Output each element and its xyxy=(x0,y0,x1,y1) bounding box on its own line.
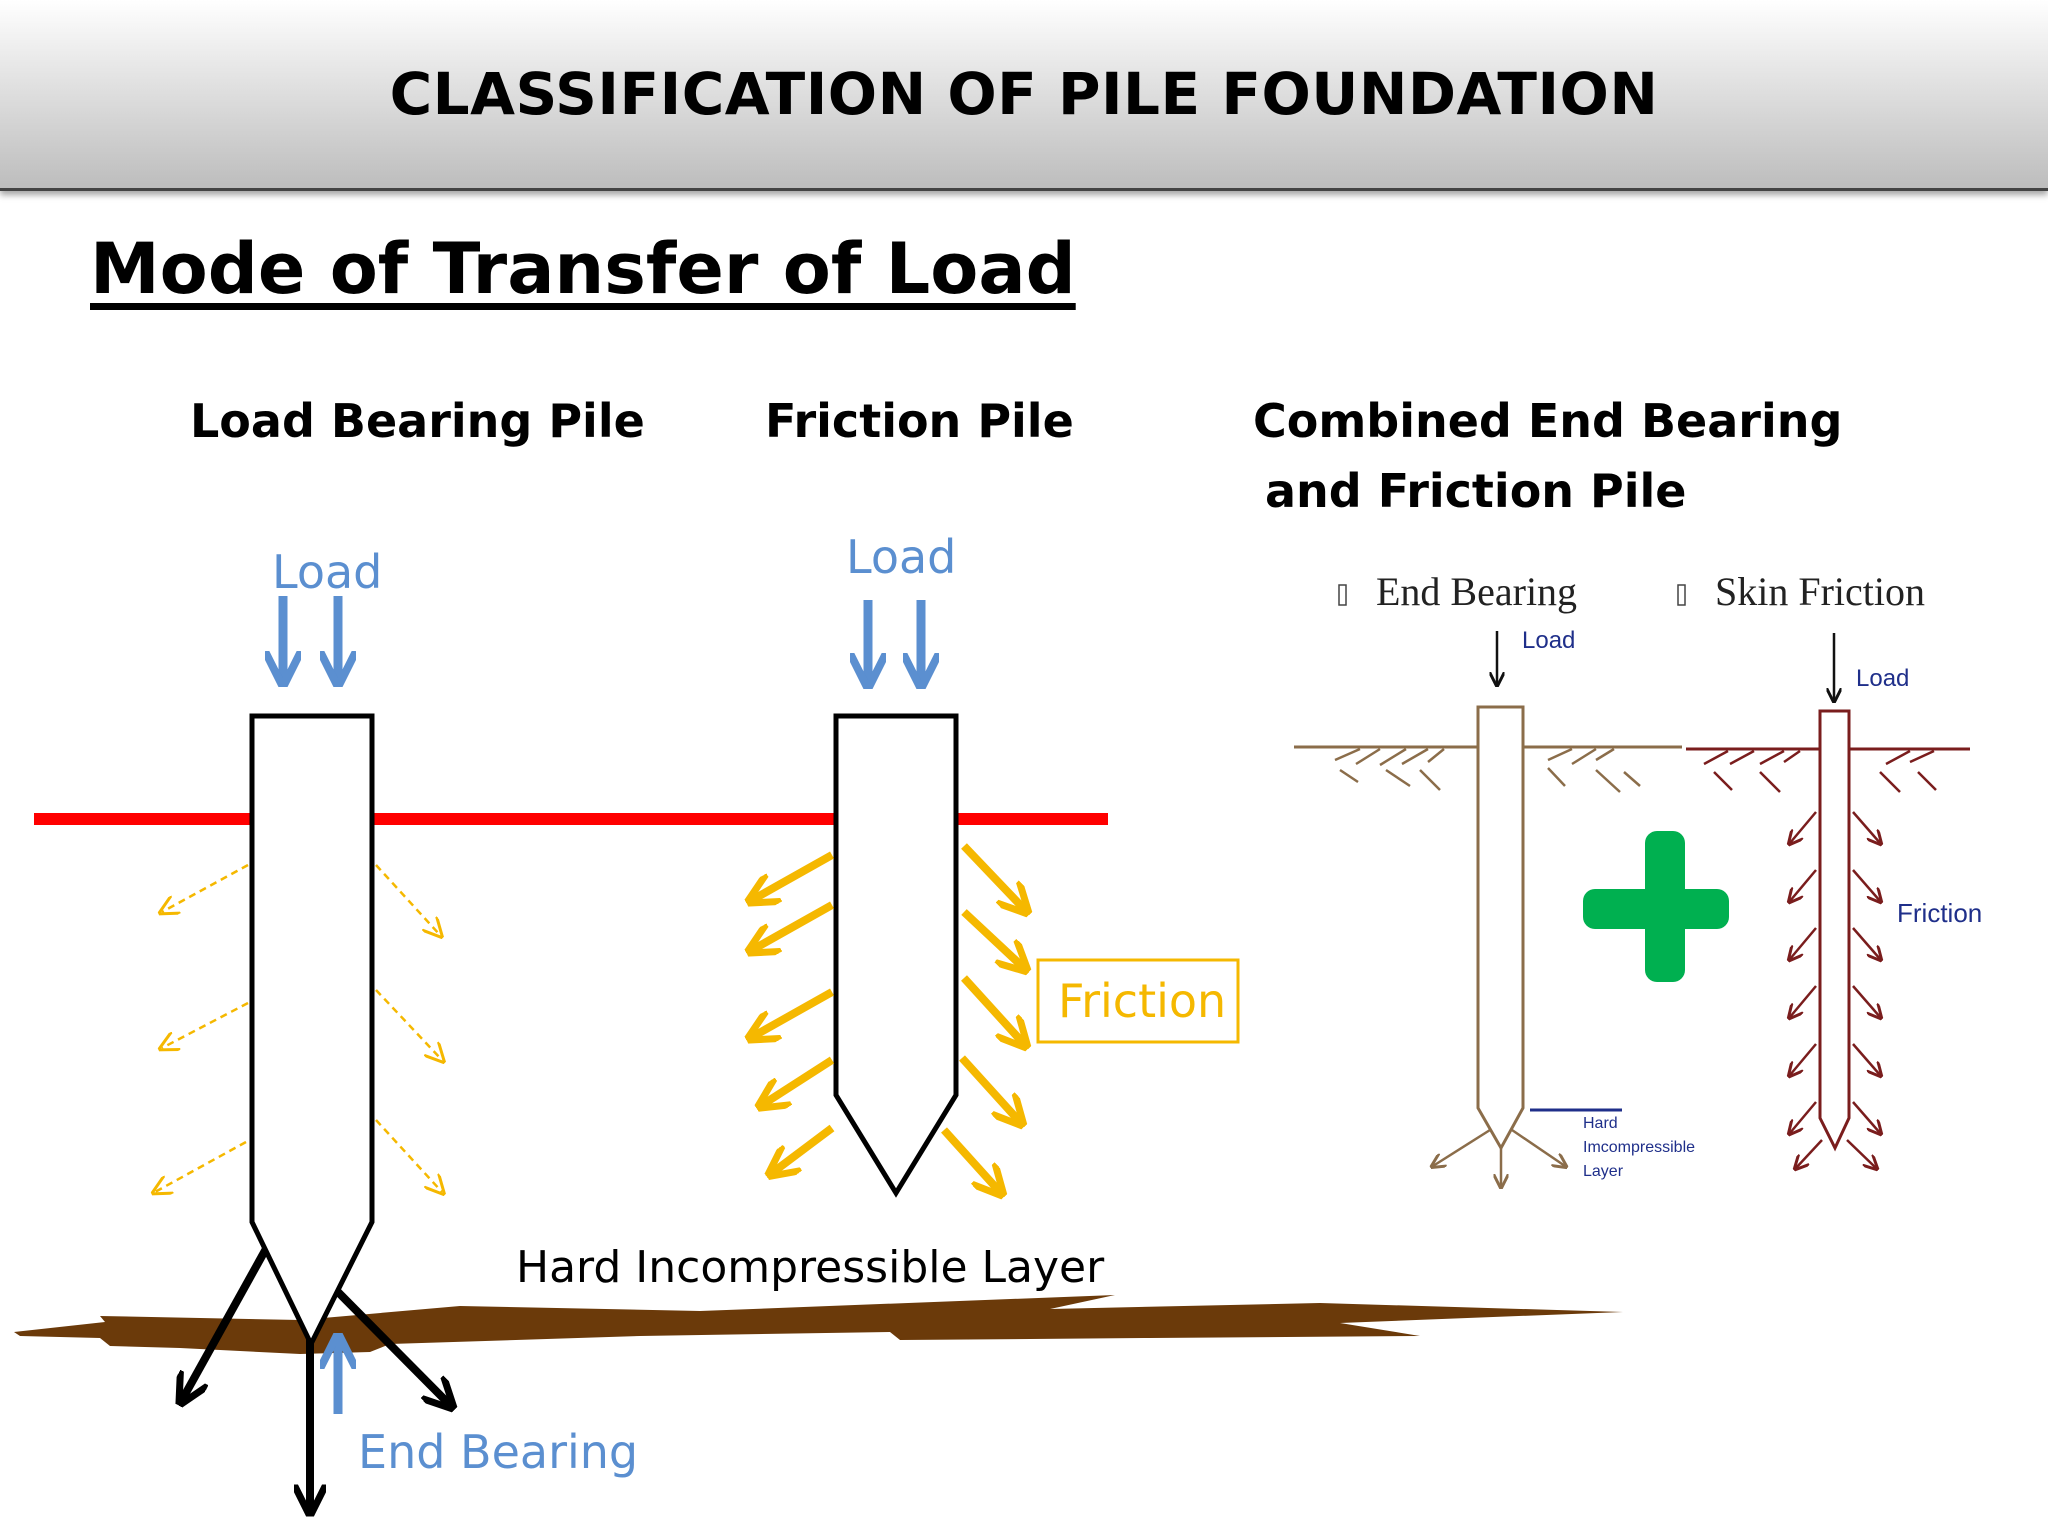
friction-arrow xyxy=(752,988,834,1037)
soil-hatch xyxy=(1334,747,1641,793)
skin-friction-arrows xyxy=(1790,811,1880,1168)
combined-group: End Bearing Skin Friction Load Hard Imco… xyxy=(1294,569,1982,1186)
load-label-2: Load xyxy=(846,530,956,584)
soil-stress-arrow xyxy=(375,1119,442,1192)
bullet-icon xyxy=(1677,584,1686,606)
load-bearing-pile xyxy=(249,713,375,1350)
soil-stress-arrow xyxy=(155,1140,247,1192)
friction-arrow xyxy=(752,901,834,950)
soil-stress-arrow xyxy=(162,863,249,912)
friction-arrow xyxy=(959,1055,1020,1122)
soil-stress-arrow xyxy=(375,989,442,1060)
friction-arrow xyxy=(762,1056,835,1105)
hard-layer xyxy=(14,1295,1623,1354)
friction-arrow xyxy=(961,909,1024,968)
friction-pile xyxy=(833,713,959,1198)
load-label-4: Load xyxy=(1856,665,1909,692)
combined-heading-line2: and Friction Pile xyxy=(1265,464,1687,518)
load-label-1: Load xyxy=(272,545,382,599)
combined-heading-line1: Combined End Bearing xyxy=(1253,394,1843,448)
friction-pile-group: Load Friction xyxy=(752,530,1240,1198)
spread-arrow-small xyxy=(1511,1128,1565,1166)
soil-stress-arrow xyxy=(162,1001,249,1048)
friction-arrow xyxy=(941,1127,1000,1192)
soil-stress-arrow xyxy=(375,864,440,935)
load-spread-arrow xyxy=(182,1236,276,1400)
load-spread-arrow xyxy=(333,1287,450,1405)
plus-icon xyxy=(1583,831,1729,982)
end-bearing-caption: End Bearing xyxy=(1376,569,1577,614)
bullet-icon xyxy=(1338,584,1347,606)
load-label-3: Load xyxy=(1522,627,1575,654)
load-bearing-heading: Load Bearing Pile xyxy=(190,394,645,448)
friction-arrow xyxy=(772,1124,835,1173)
friction-arrow xyxy=(961,843,1025,910)
section-subtitle: Mode of Transfer of Load xyxy=(90,228,1076,310)
load-bearing-pile-group: Load End Bearing xyxy=(155,545,638,1510)
skin-friction-caption: Skin Friction xyxy=(1715,569,1925,614)
hard-layer-small-3: Layer xyxy=(1583,1163,1624,1180)
friction-label: Friction xyxy=(1058,974,1226,1028)
hard-layer-label: Hard Incompressible Layer xyxy=(516,1242,1105,1293)
hard-layer-small-1: Hard xyxy=(1583,1115,1618,1132)
friction-label-small: Friction xyxy=(1897,898,1982,928)
friction-arrow xyxy=(961,975,1024,1044)
skin-friction-pile-small xyxy=(1818,709,1851,1152)
end-bearing-pile-small xyxy=(1476,705,1525,1152)
friction-label-box xyxy=(1036,958,1240,1044)
spread-arrow-small xyxy=(1433,1128,1491,1166)
soil-hatch-2 xyxy=(1703,749,1937,793)
hard-layer-small-2: Imcompressible xyxy=(1583,1139,1695,1156)
friction-arrow xyxy=(752,851,834,900)
friction-heading: Friction Pile xyxy=(765,394,1074,448)
end-bearing-label: End Bearing xyxy=(358,1425,638,1479)
page-title: CLASSIFICATION OF PILE FOUNDATION xyxy=(389,60,1659,128)
title-bar: CLASSIFICATION OF PILE FOUNDATION xyxy=(0,0,2048,191)
